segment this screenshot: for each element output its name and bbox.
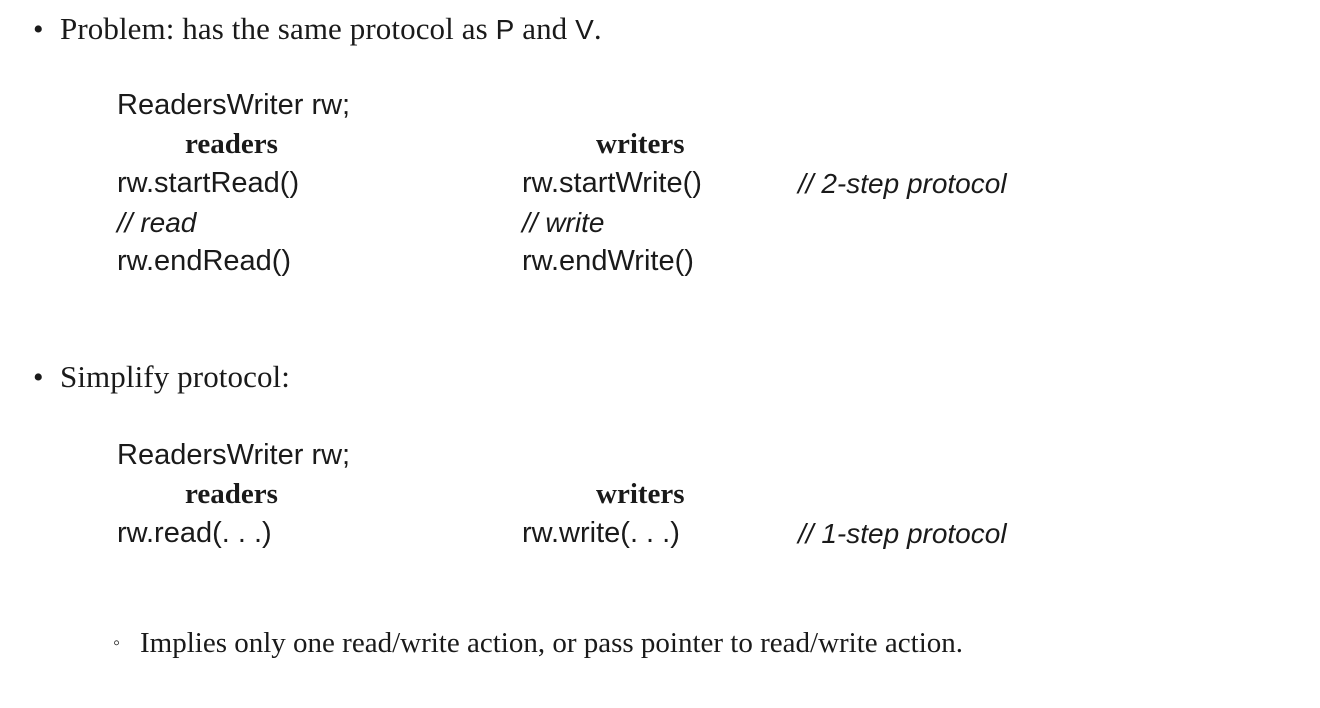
problem-text-after: .: [593, 11, 602, 46]
code-right-end-write: rw.endWrite(): [522, 245, 694, 277]
sub-bullet-marker-icon: ◦: [113, 632, 121, 654]
problem-code-v: V: [575, 14, 594, 45]
bullet-marker-icon: •: [33, 13, 44, 46]
column-header-writers: writers: [596, 128, 685, 160]
bullet-simplify-text: Simplify protocol:: [60, 359, 290, 394]
problem-text-before: Problem: has the same protocol as: [60, 11, 496, 46]
column-header-readers: readers: [185, 128, 278, 160]
code-left-read-comment: // read: [117, 207, 197, 238]
code-declaration: ReadersWriter rw;: [117, 439, 351, 471]
column-header-readers: readers: [185, 478, 278, 510]
problem-text-middle: and: [514, 11, 576, 46]
bullet-item-simplify: • Simplify protocol:: [33, 359, 290, 394]
bullet-marker-icon: •: [33, 361, 44, 394]
problem-code-p: P: [495, 14, 515, 45]
code-right-write-comment: // write: [522, 207, 605, 238]
code-right-start-write: rw.startWrite(): [522, 167, 702, 199]
bullet-item-problem: • Problem: has the same protocol as P an…: [33, 11, 602, 46]
code-left-read: rw.read(. . .): [117, 517, 272, 549]
sub-bullet-implies-text: Implies only one read/write action, or p…: [140, 627, 964, 659]
column-header-writers: writers: [596, 478, 685, 510]
bullet-problem-text: Problem: has the same protocol as P and …: [60, 11, 602, 46]
code-right-write: rw.write(. . .): [522, 517, 680, 549]
code-left-start-read: rw.startRead(): [117, 167, 300, 199]
code-comment-two-step: // 2-step protocol: [798, 168, 1007, 199]
code-left-end-read: rw.endRead(): [117, 245, 292, 277]
code-comment-one-step: // 1-step protocol: [798, 518, 1007, 549]
sub-bullet-item-implies: ◦ Implies only one read/write action, or…: [113, 627, 964, 660]
code-declaration: ReadersWriter rw;: [117, 89, 351, 121]
